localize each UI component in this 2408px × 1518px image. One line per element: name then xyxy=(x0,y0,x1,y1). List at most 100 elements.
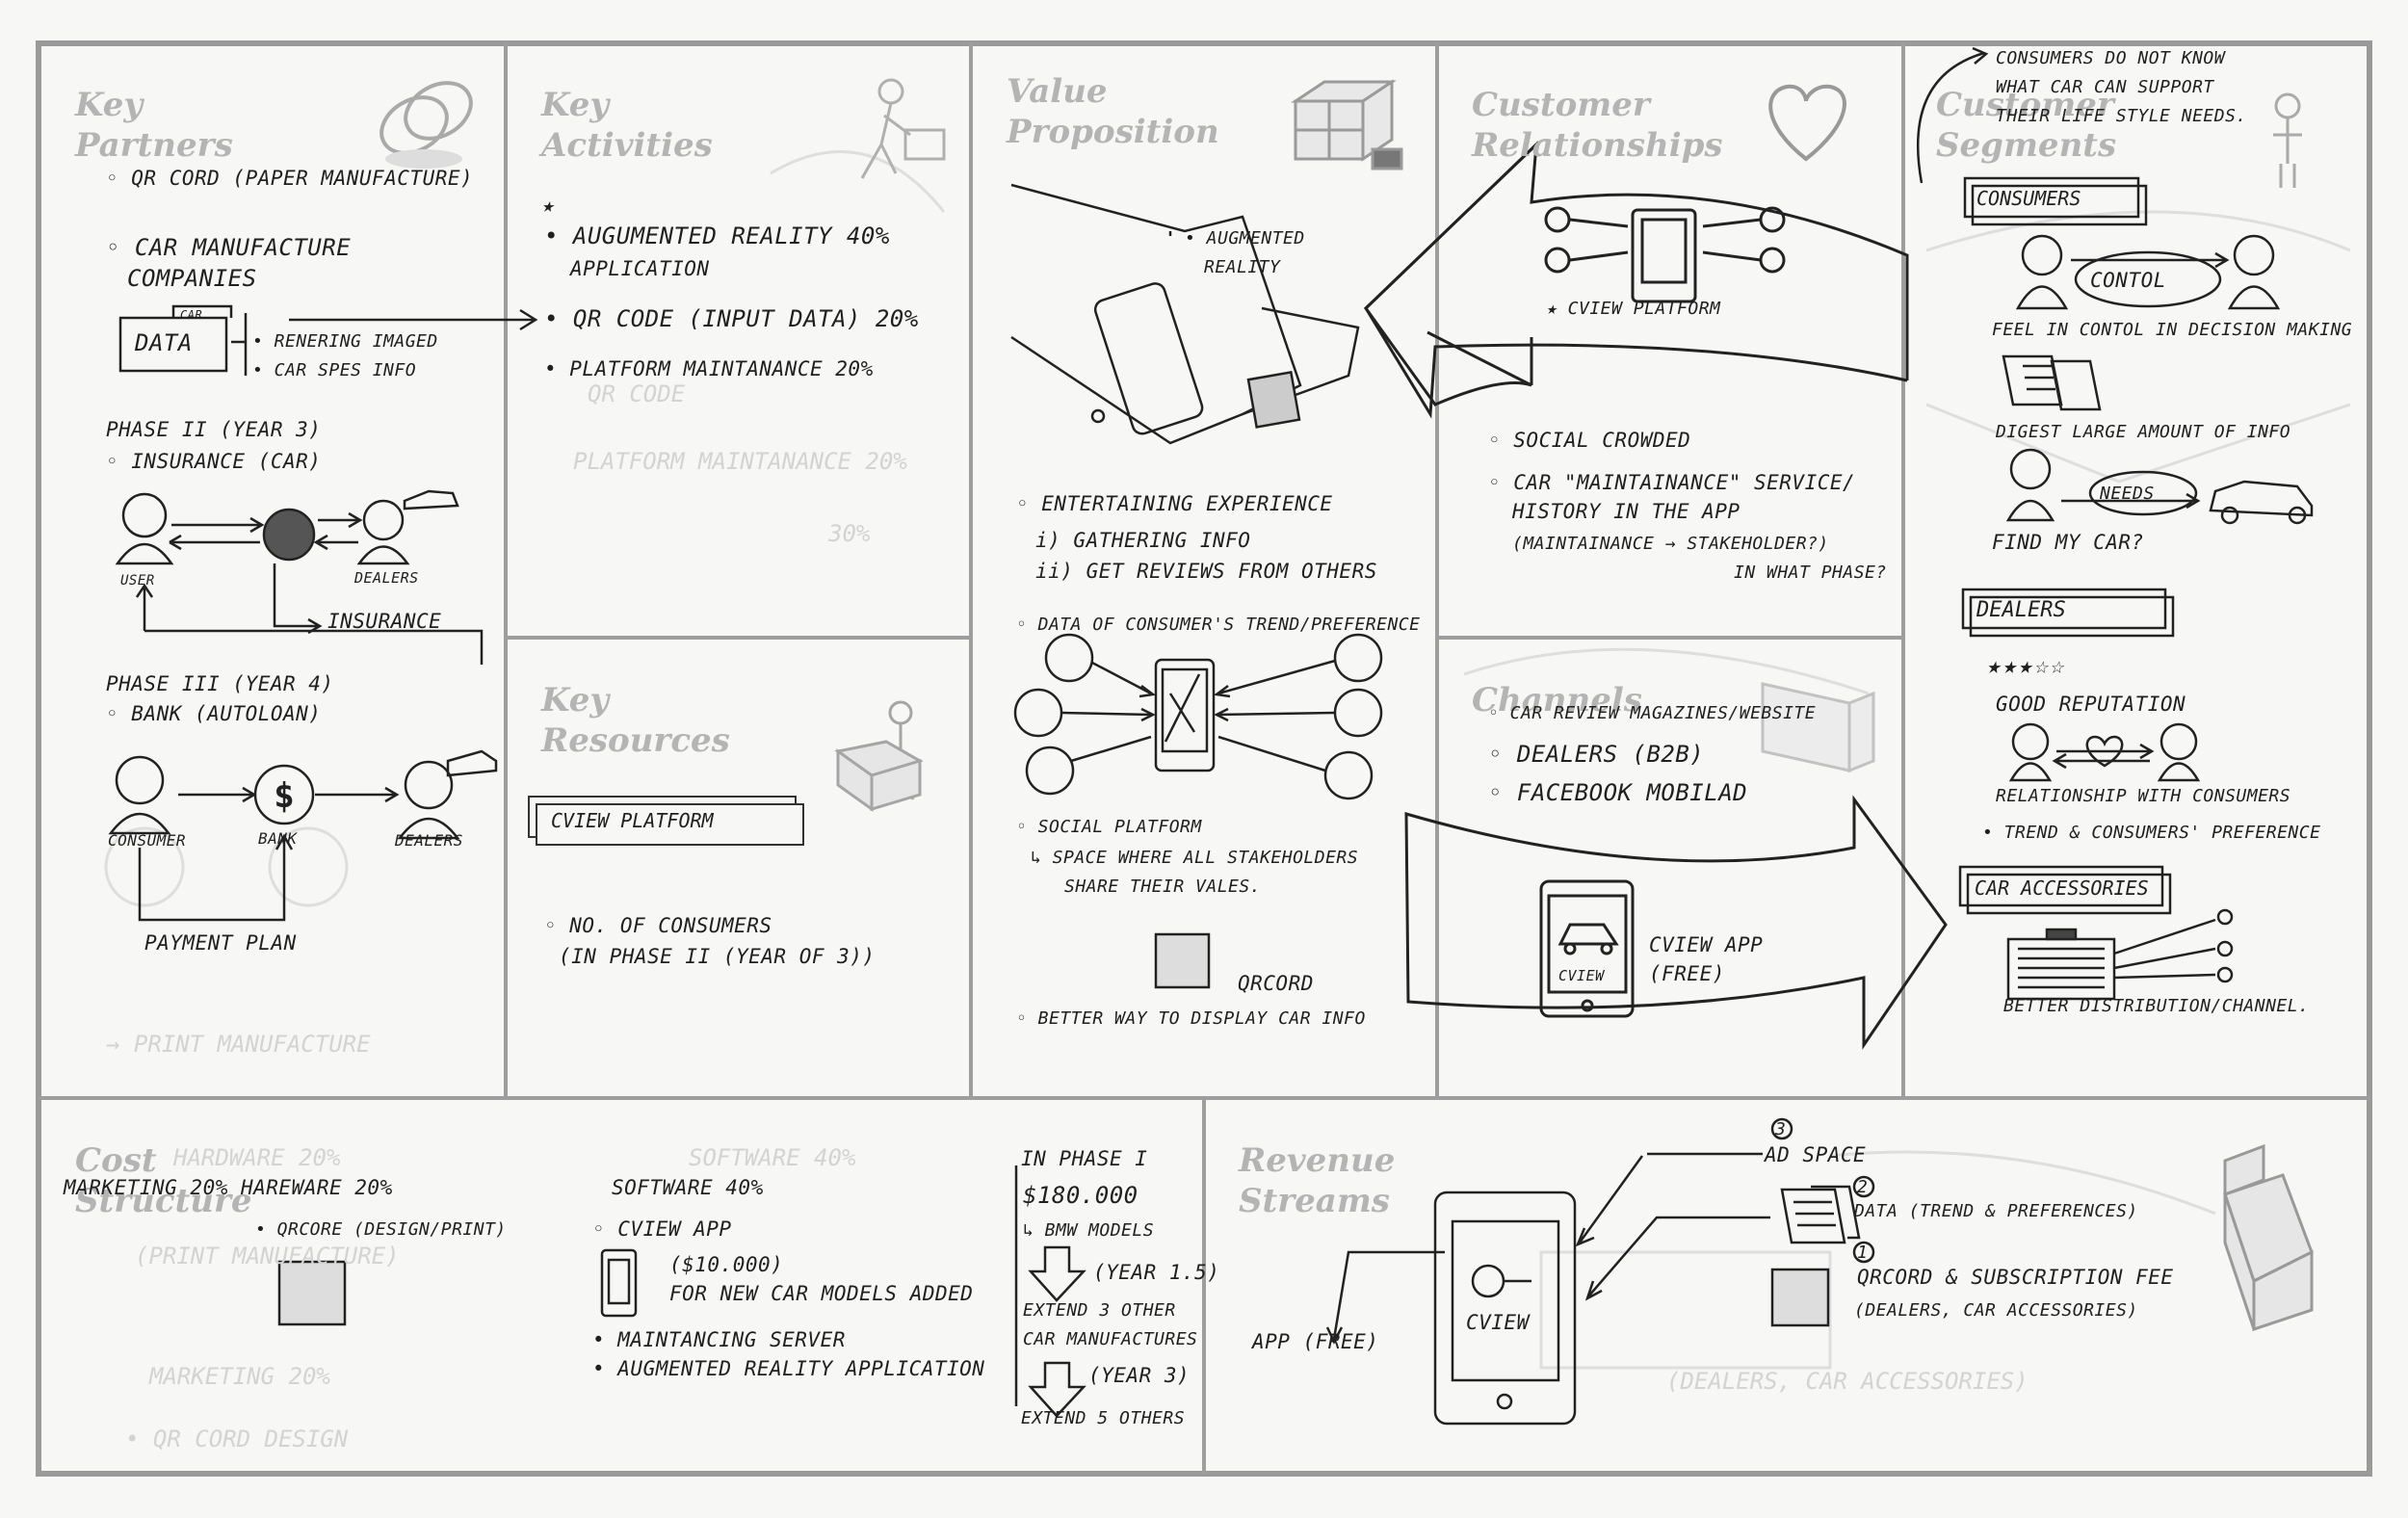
rev-data: DATA (TREND & PREFERENCES) xyxy=(1854,1201,2138,1221)
kr-cview-box xyxy=(536,803,804,846)
ghost-sketch xyxy=(104,150,2351,1370)
cs-good: GOOD REPUTATION xyxy=(1996,693,2186,716)
vp-better: ◦ BETTER WAY TO DISPLAY CAR INFO xyxy=(1016,1008,1366,1029)
kp-user: USER xyxy=(120,573,155,589)
cost-server: • MAINTANCING SERVER xyxy=(592,1328,846,1351)
cost-bmw: ↳ BMW MODELS xyxy=(1023,1220,1155,1241)
cash-register-icon xyxy=(2223,1143,2314,1332)
cost-ar: • AUGMENTED REALITY APPLICATION xyxy=(592,1357,985,1380)
segments-sketch xyxy=(1917,46,2314,1001)
cost-marketing: MARKETING 20% HAREWARE 20% xyxy=(64,1176,393,1199)
kp-car1: ◦ CAR MANUFACTURE xyxy=(106,234,352,261)
kp-specs: • CAR SPES INFO xyxy=(252,360,417,380)
cost-extend5: EXTEND 5 OTHERS xyxy=(1021,1408,1186,1428)
rev-n1: 1 xyxy=(1857,1243,1869,1263)
ghost-qr-manu: (PRINT MANUFACTURE) xyxy=(135,1243,400,1269)
ghost-hardware: HARDWARE 20% xyxy=(173,1144,341,1171)
ghost-marketing: MARKETING 20% xyxy=(149,1363,330,1390)
cost-sketch xyxy=(277,1165,1086,1418)
vp-data: ◦ DATA OF CONSUMER'S TREND/PREFERENCE xyxy=(1016,615,1421,635)
ka-ar: • AUGUMENTED REALITY 40% xyxy=(544,222,890,249)
ghost-subscription: (DEALERS, CAR ACCESSORIES) xyxy=(1666,1368,2028,1395)
ch-phone-label: CVIEW xyxy=(1558,967,1605,984)
ch-fb: ◦ FACEBOOK MOBILAD xyxy=(1488,779,1748,806)
title-value-proposition: Value Proposition xyxy=(1007,72,1219,151)
cs-feel: FEEL IN CONTOL IN DECISION MAKING xyxy=(1992,320,2353,340)
title-cost-structure: Cost Structure xyxy=(75,1141,252,1220)
kr-consumers: ◦ NO. OF CONSUMERS xyxy=(544,914,772,937)
cs-needs: NEEDS xyxy=(2100,484,2155,504)
kp-phase2: PHASE II (YEAR 3) xyxy=(106,418,322,441)
ch-mag: ◦ CAR REVIEW MAGAZINES/WEBSITE xyxy=(1488,703,1817,723)
channels-arrow xyxy=(1404,795,1948,1050)
cs-note1: CONSUMERS DO NOT KNOW xyxy=(1996,48,2226,68)
partners-sketch xyxy=(108,304,538,922)
gift-icon xyxy=(1291,79,1403,170)
kp-bank-item: ◦ BANK (AUTOLOAN) xyxy=(106,702,322,725)
ch-app: CVIEW APP xyxy=(1649,933,1764,956)
vp-entertaining: ◦ ENTERTAINING EXPERIENCE xyxy=(1016,492,1333,515)
kp-insurance-flow: INSURANCE xyxy=(327,610,442,633)
kp-bank: BANK xyxy=(258,829,298,848)
cs-relationship: RELATIONSHIP WITH CONSUMERS xyxy=(1996,786,2291,806)
resources-icon xyxy=(834,700,924,812)
vp-sketch xyxy=(1010,183,1383,989)
cost-software: SOFTWARE 40% xyxy=(612,1176,764,1199)
title-channels: Channels xyxy=(1472,681,1642,720)
cost-car-man: CAR MANUFACTURES xyxy=(1023,1329,1198,1349)
kp-insurance-item: ◦ INSURANCE (CAR) xyxy=(106,450,322,473)
cost-extend3: EXTEND 3 OTHER xyxy=(1023,1300,1176,1321)
cr-maint: (MAINTAINANCE → STAKEHOLDER?) xyxy=(1512,534,1829,554)
cost-price: ($10.000) xyxy=(669,1253,784,1276)
kp-phase3: PHASE III (YEAR 4) xyxy=(106,672,334,695)
title-customer-relationships: Customer Relationships xyxy=(1472,86,1723,165)
title-key-partners: Key Partners xyxy=(75,86,233,165)
vp-share: SHARE THEIR VALES. xyxy=(1064,877,1262,897)
revenue-sketch xyxy=(1325,1117,1875,1426)
cost-cview: ◦ CVIEW APP xyxy=(592,1217,732,1241)
title-key-resources: Key Resources xyxy=(541,681,730,760)
cs-better: BETTER DISTRIBUTION/CHANNEL. xyxy=(2003,996,2310,1016)
cs-acc-box: CAR ACCESSORIES xyxy=(1975,877,2149,900)
ghost-print: → PRINT MANUFACTURE xyxy=(106,1031,371,1058)
kp-qr: ◦ QR CORD (PAPER MANUFACTURE) xyxy=(106,167,474,190)
cs-trend: • TREND & CONSUMERS' PREFERENCE xyxy=(1982,823,2321,843)
vp-space: ↳ SPACE WHERE ALL STAKEHOLDERS xyxy=(1031,848,1359,868)
kp-rendering: • RENERING IMAGED xyxy=(252,331,438,352)
kp-data-label: DATA xyxy=(135,329,193,356)
truck-icon xyxy=(1761,682,1875,773)
cr-cview: ★ CVIEW PLATFORM xyxy=(1546,299,1721,319)
rev-dealers: (DEALERS, CAR ACCESSORIES) xyxy=(1854,1300,2138,1321)
ka-qr: • QR CODE (INPUT DATA) 20% xyxy=(544,305,919,332)
ch-free: (FREE) xyxy=(1649,962,1725,985)
vp-reviews: ii) GET REVIEWS FROM OTHERS xyxy=(1035,560,1377,583)
relationship-arrow xyxy=(1364,141,1909,419)
cr-phase: IN WHAT PHASE? xyxy=(1734,563,1887,583)
cost-year15: (YEAR 1.5) xyxy=(1093,1261,1220,1284)
rev-n3: 3 xyxy=(1775,1119,1787,1139)
rev-phone-label: CVIEW xyxy=(1466,1311,1530,1334)
cs-control: CONTOL xyxy=(2090,269,2166,292)
ka-ar2: APPLICATION xyxy=(570,257,710,280)
cs-dealers-box: DEALERS xyxy=(1976,598,2066,622)
title-customer-segments: Customer Segments xyxy=(1936,86,2117,165)
grid-lines xyxy=(39,43,2369,1474)
ghost-platform: PLATFORM MAINTANANCE 20% xyxy=(573,448,907,475)
ghost-qr-design: • QR CORD DESIGN xyxy=(125,1426,349,1453)
cr-social: ◦ SOCIAL CROWDED xyxy=(1488,429,1691,452)
kp-car2: COMPANIES xyxy=(127,265,257,292)
rev-app: APP (FREE) xyxy=(1252,1330,1379,1353)
ch-dealers: ◦ DEALERS (B2B) xyxy=(1488,741,1705,768)
dollar-icon: $ xyxy=(274,776,295,816)
cost-phase1: IN PHASE I xyxy=(1021,1147,1148,1170)
cost-new-models: FOR NEW CAR MODELS ADDED xyxy=(669,1282,974,1305)
ka-platform: • PLATFORM MAINTANANCE 20% xyxy=(544,357,874,380)
cs-stars: ★★★☆☆ xyxy=(1986,652,2066,679)
kp-dealers1: DEALERS xyxy=(354,569,419,587)
heart-icon xyxy=(1768,84,1846,162)
kp-data-tag: CAR xyxy=(180,308,203,322)
cost-amount: $180.000 xyxy=(1023,1182,1139,1209)
vp-gather: i) GATHERING INFO xyxy=(1035,529,1251,552)
